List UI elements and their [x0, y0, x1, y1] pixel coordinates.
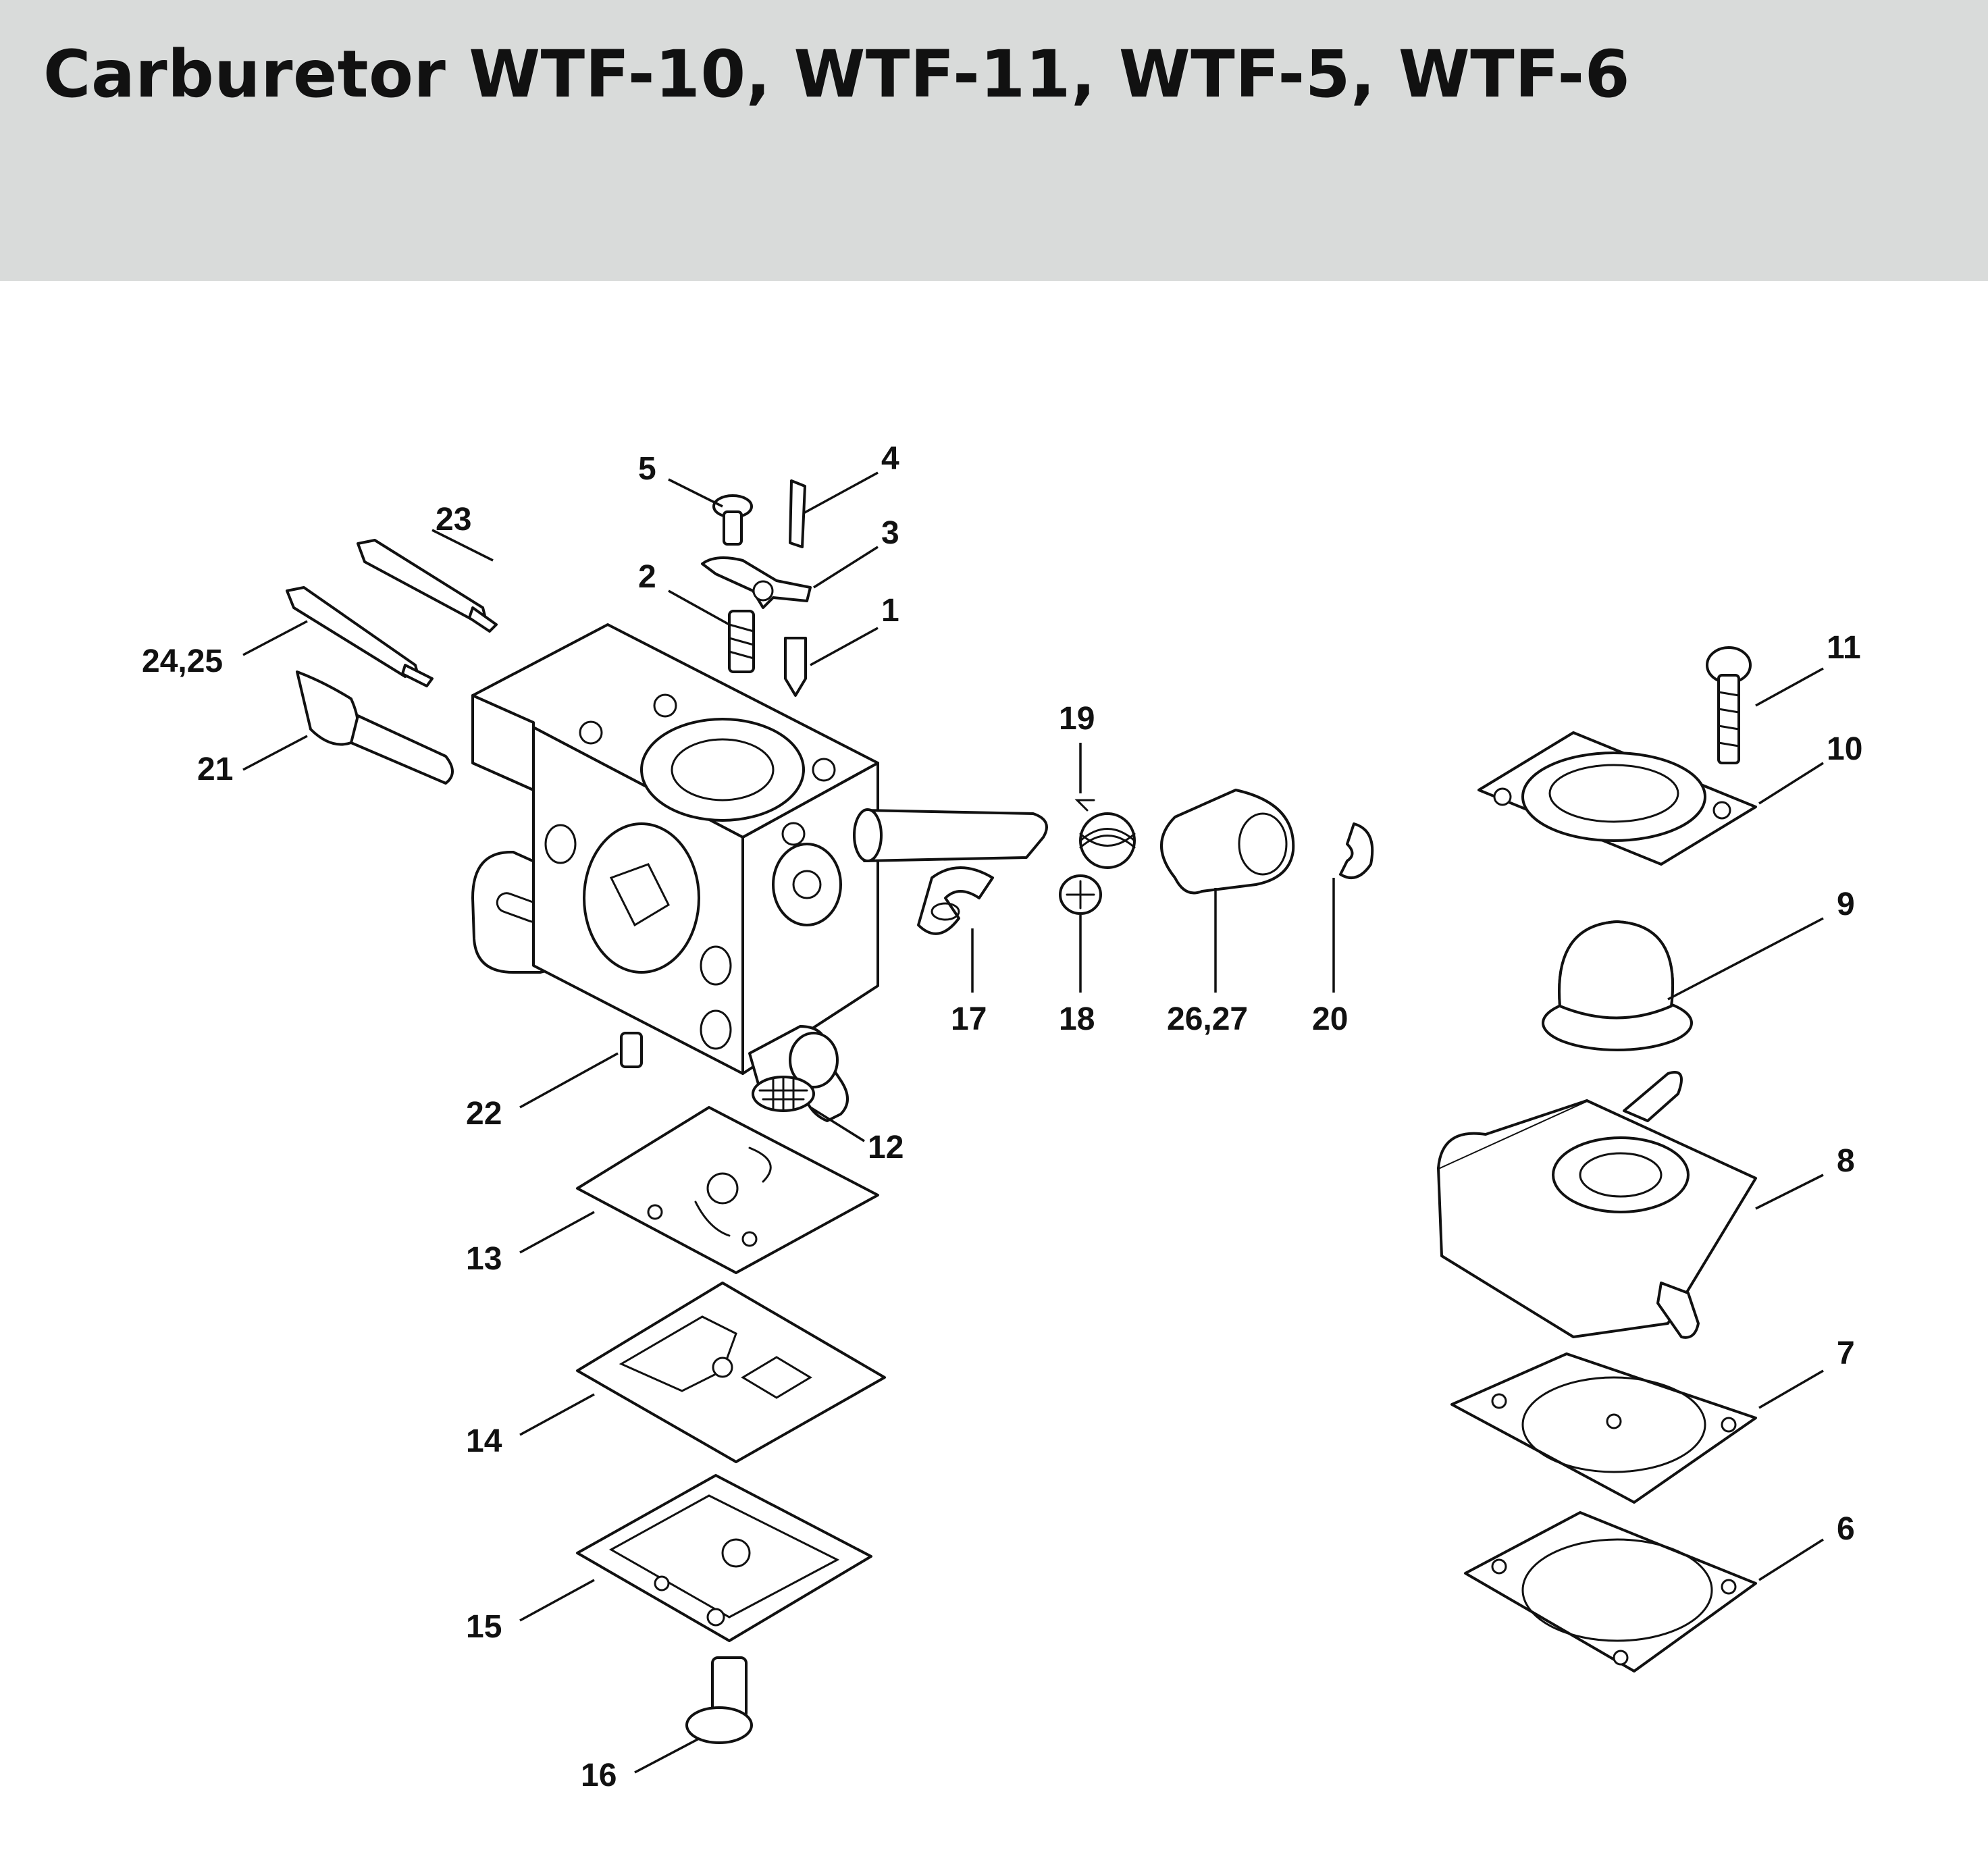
- throttle-arm-26-27: [1160, 789, 1295, 895]
- needle-screw-23: [357, 539, 498, 633]
- callout-26-27: 26,27: [1167, 1001, 1248, 1037]
- screw-11: [1706, 646, 1752, 764]
- diaphragm-14: [576, 1282, 886, 1463]
- callout-21: 21: [197, 752, 233, 787]
- callout-13: 13: [466, 1241, 502, 1277]
- inlet-control-lever-3: [701, 556, 812, 609]
- gasket-6: [1464, 1511, 1757, 1673]
- gasket-7: [1450, 1352, 1757, 1504]
- callout-19: 19: [1059, 701, 1095, 737]
- screw-16: [685, 1656, 753, 1744]
- spring-19: [1074, 799, 1136, 869]
- screw-18: [1059, 874, 1102, 915]
- strainer-12: [752, 1076, 815, 1112]
- callout-labels: 5 4 23 3 2 1 24,25 21 19 17 18 26,27 20 …: [142, 441, 1862, 1793]
- needle-screw-24-25: [286, 586, 434, 687]
- callout-11: 11: [1827, 630, 1861, 666]
- gasket-13: [576, 1106, 879, 1274]
- screw-5: [712, 494, 753, 546]
- callout-3: 3: [881, 515, 899, 551]
- callout-10: 10: [1827, 731, 1862, 767]
- e-clip-20: [1339, 822, 1374, 879]
- callout-17: 17: [951, 1001, 987, 1037]
- title-banner: [0, 0, 1988, 281]
- callout-12: 12: [868, 1130, 904, 1165]
- callout-14: 14: [466, 1423, 502, 1459]
- primer-bulb-9: [1542, 920, 1693, 1051]
- callout-7: 7: [1837, 1336, 1855, 1371]
- callout-4: 4: [881, 441, 899, 477]
- callout-16: 16: [581, 1758, 617, 1793]
- callout-24-25: 24,25: [142, 643, 223, 679]
- callout-6: 6: [1837, 1511, 1855, 1547]
- inlet-needle-1: [784, 637, 807, 697]
- callout-8: 8: [1837, 1143, 1855, 1179]
- page-title: Carburetor WTF-10, WTF-11, WTF-5, WTF-6: [43, 36, 1631, 112]
- callout-23: 23: [436, 502, 471, 537]
- callout-1: 1: [881, 593, 899, 629]
- carburetor-body-part: [471, 623, 1048, 1122]
- leader-lines: [242, 471, 1824, 1774]
- callout-2: 2: [638, 559, 656, 595]
- callout-18: 18: [1059, 1001, 1095, 1037]
- spring-2: [728, 610, 755, 673]
- callout-15: 15: [466, 1609, 502, 1645]
- callout-9: 9: [1837, 887, 1855, 922]
- pin-4: [789, 479, 806, 548]
- callout-5: 5: [638, 451, 656, 487]
- cover-10: [1477, 731, 1757, 866]
- idle-speed-screw-21: [296, 670, 454, 785]
- pump-housing-8: [1437, 1071, 1757, 1339]
- callout-22: 22: [466, 1096, 502, 1132]
- callout-20: 20: [1312, 1001, 1348, 1037]
- lever-17: [917, 866, 994, 935]
- plug-22: [620, 1032, 643, 1068]
- end-cover-15: [576, 1474, 872, 1642]
